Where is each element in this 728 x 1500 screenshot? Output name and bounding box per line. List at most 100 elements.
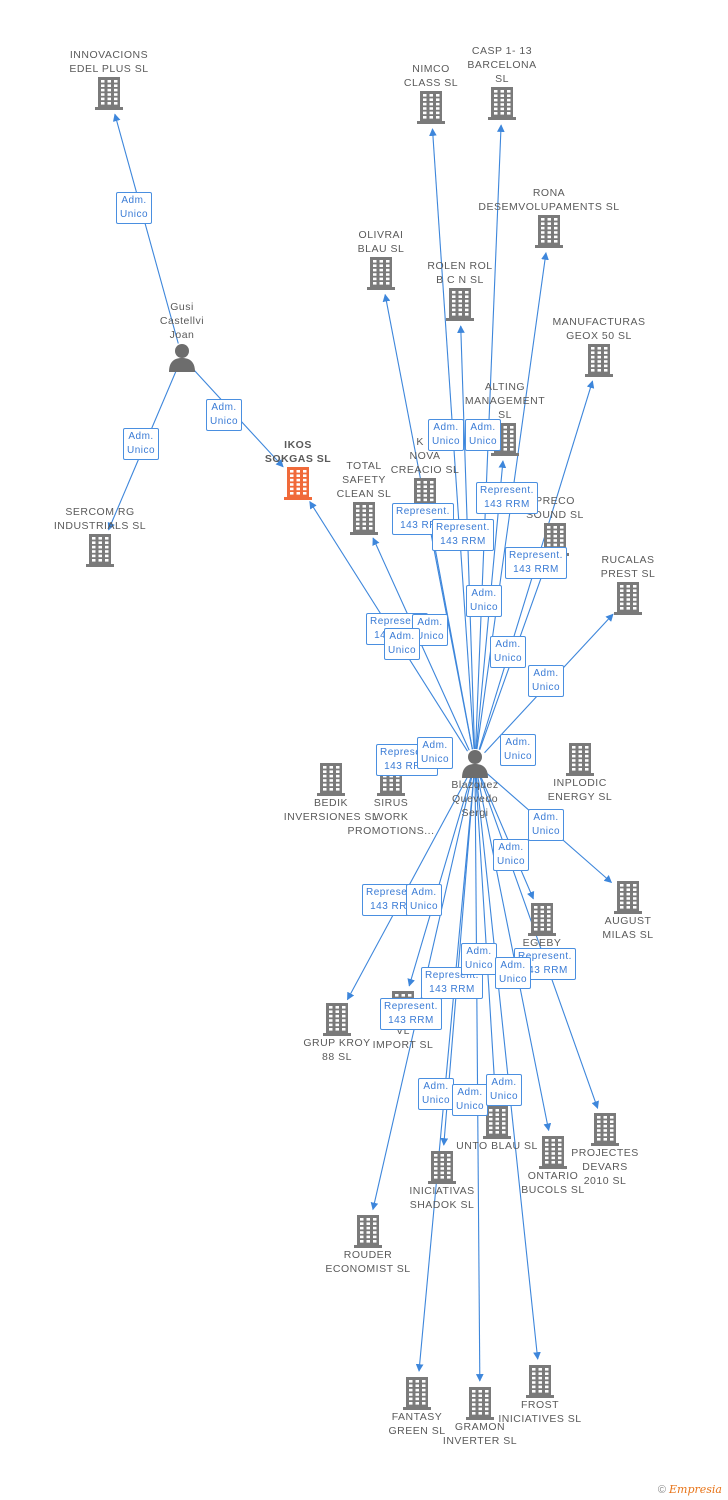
building-icon [528,903,556,936]
building-icon [417,91,445,124]
person-node-gusi[interactable]: Gusi Castellvi Joan [107,300,257,372]
relation-badge[interactable]: Adm. Unico [384,628,421,660]
relation-badge[interactable]: Represent. 143 RRM [380,998,442,1030]
edge-blazquez-vlimport [407,776,472,987]
company-label: TOTAL SAFETY CLEAN SL [336,460,392,500]
relation-badge[interactable]: Adm. Unico [206,399,243,431]
relation-badge[interactable]: Adm. Unico [528,809,565,841]
building-icon [86,534,114,567]
company-label: FROST INICIATIVES SL [498,1399,582,1425]
company-label: RUCALAS PREST SL [600,554,656,580]
company-node-manufacturas[interactable]: MANUFACTURAS GEOX 50 SL [524,315,674,377]
company-node-rolenrol[interactable]: ROLEN ROL B C N SL [385,259,535,321]
building-icon [483,1106,511,1139]
relation-badge[interactable]: Adm. Unico [486,1074,523,1106]
company-label: INICIATIVAS SHADOK SL [409,1185,475,1211]
company-node-bedik[interactable]: BEDIK INVERSIONES SL [256,762,406,824]
building-icon [526,1365,554,1398]
edge-gusi-innovacions [112,113,179,344]
person-label: Gusi Castellvi Joan [159,301,205,341]
company-node-nimco[interactable]: NIMCO CLASS SL [356,62,506,124]
person-label: Blazquez Quevedo Sergi [451,779,499,819]
relation-badge[interactable]: Adm. Unico [461,943,498,975]
building-icon [350,502,378,535]
building-icon [95,77,123,110]
building-icon [539,1136,567,1169]
company-label: AUGUST MILAS SL [602,915,654,941]
company-node-casp[interactable]: CASP 1- 13 BARCELONA SL [427,44,577,120]
company-node-totalsafety[interactable]: TOTAL SAFETY CLEAN SL [289,459,439,535]
building-icon [535,215,563,248]
relation-badge[interactable]: Represent. 143 RRM [432,519,494,551]
company-label: BEDIK INVERSIONES SL [283,797,379,823]
person-icon [169,344,195,372]
company-node-rouder[interactable]: ROUDER ECONOMIST SL [293,1214,443,1276]
company-node-grupkroy[interactable]: GRUP KROY 88 SL [262,1002,412,1064]
building-icon [614,881,642,914]
copyright: © Empresia [657,1483,722,1496]
company-label: EGEBY [522,937,562,949]
relation-badge[interactable]: Adm. Unico [428,419,465,451]
relation-badge[interactable]: Adm. Unico [490,636,527,668]
company-label: INNOVACIONS EDEL PLUS SL [69,49,149,75]
company-node-egeby[interactable]: EGEBY [467,902,617,950]
company-node-projectes[interactable]: PROJECTES DEVARS 2010 SL [530,1112,680,1188]
company-node-puntoblau[interactable]: UNTO BLAU SL [422,1105,572,1153]
brand-logo: Empresia [669,1483,722,1496]
person-node-blazquez[interactable]: Blazquez Quevedo Sergi [400,748,550,820]
building-icon [466,1387,494,1420]
company-label: RONA DESEMVOLUPAMENTS SL [478,187,620,213]
company-node-iniciativas[interactable]: INICIATIVAS SHADOK SL [367,1150,517,1212]
company-node-august[interactable]: AUGUST MILAS SL [553,880,703,942]
relation-badge[interactable]: Adm. Unico [528,665,565,697]
relation-badge[interactable]: Represent. 143 RRM [505,547,567,579]
company-label: ALTING MANAGEMENT SL [464,381,546,421]
company-label: PROJECTES DEVARS 2010 SL [571,1147,639,1187]
company-label: SIRUS WORK PROMOTIONS... [347,797,435,837]
edge-blazquez-fantasy [415,776,475,1372]
company-node-olivrai[interactable]: OLIVRAI BLAU SL [306,228,456,290]
relation-badge[interactable]: Adm. Unico [452,1084,489,1116]
relation-badge[interactable]: Adm. Unico [418,1078,455,1110]
company-label: ONTARIO BUCOLS SL [521,1170,585,1196]
building-icon [585,344,613,377]
relation-badge[interactable]: Adm. Unico [466,585,503,617]
company-node-fantasy[interactable]: FANTASY GREEN SL [342,1376,492,1438]
company-node-ikos[interactable]: IKOS SOKGAS SL [223,438,373,500]
relation-badge[interactable]: Adm. Unico [406,884,443,916]
company-label: MANUFACTURAS GEOX 50 SL [552,316,646,342]
relation-badge[interactable]: Adm. Unico [500,734,537,766]
relation-badge[interactable]: Adm. Unico [495,957,532,989]
company-node-sercomrg[interactable]: SERCOM RG INDUSTRIALS SL [25,505,175,567]
company-node-gramon[interactable]: GRAMON INVERTER SL [405,1386,555,1448]
company-label: PRECO SOUND SL [526,495,584,521]
edge-blazquez-projectes [479,776,599,1109]
building-icon [488,87,516,120]
company-label: NIMCO CLASS SL [403,63,459,89]
company-label: K L NOVA CREACIO SL [390,436,460,476]
building-icon [403,1377,431,1410]
company-label: ROUDER ECONOMIST SL [325,1249,411,1275]
company-node-rona[interactable]: RONA DESEMVOLUPAMENTS SL [474,186,624,248]
edge-blazquez-egeby [480,775,535,900]
company-label: FANTASY GREEN SL [388,1411,446,1437]
relation-badge[interactable]: Adm. Unico [493,839,530,871]
company-label: UNTO BLAU SL [456,1140,538,1152]
company-node-inplodic[interactable]: INPLODIC ENERGY SL [505,742,655,804]
building-icon [428,1151,456,1184]
company-node-innovacions[interactable]: INNOVACIONS EDEL PLUS SL [34,48,184,110]
relation-badge[interactable]: Adm. Unico [123,428,160,460]
company-node-rucalas[interactable]: RUCALAS PREST SL [553,553,703,615]
edge-blazquez-ontario [477,776,552,1132]
company-node-ontario[interactable]: ONTARIO BUCOLS SL [478,1135,628,1197]
relation-badge[interactable]: Adm. Unico [116,192,153,224]
relation-badge[interactable]: Adm. Unico [465,419,502,451]
company-node-sirus[interactable]: SIRUS WORK PROMOTIONS... [316,762,466,838]
relation-badge[interactable]: Represent. 143 RRM [476,482,538,514]
company-node-frost[interactable]: FROST INICIATIVES SL [465,1364,615,1426]
building-icon [591,1113,619,1146]
edge-blazquez-gramon [474,776,484,1382]
relation-badge[interactable]: Adm. Unico [417,737,454,769]
company-node-knova[interactable]: K L NOVA CREACIO SL [350,435,500,511]
building-icon [367,257,395,290]
